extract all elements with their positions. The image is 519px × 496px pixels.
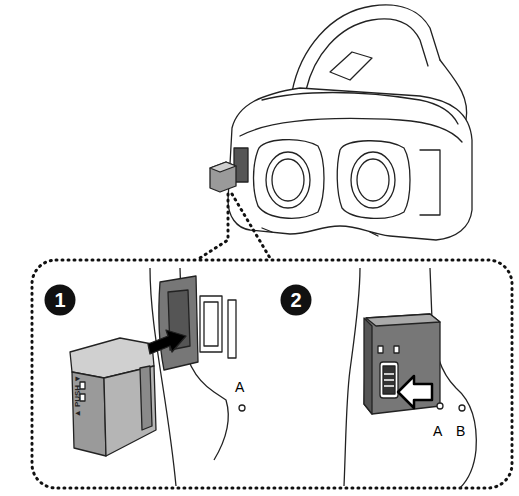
callout-number: 1 [44,284,76,316]
head-strap [306,19,428,90]
headset-body [228,88,472,240]
headset-side [344,268,360,486]
callout-circle [45,285,76,316]
mount-insert [159,276,198,370]
cover-part [72,372,106,456]
side-panel [420,150,440,215]
head-strap [292,5,440,92]
callout-number: 1 [54,290,65,310]
slider-grip [384,374,394,386]
lens-housing [254,140,325,219]
callout-number: 2 [280,284,312,316]
detail-frame [32,260,512,488]
lens [357,159,389,201]
marker-dot [459,405,465,411]
body-detail [262,228,378,236]
lens [351,152,395,208]
strap-clip [330,52,372,80]
lock-icon [378,346,383,353]
face-cushion [240,119,462,142]
lock-slider [383,366,395,394]
slide-arrow [398,376,432,408]
leader-line [232,194,270,258]
leader-line [200,194,228,258]
lens [266,152,310,208]
headset-rim [262,93,458,125]
cover-part [366,314,440,326]
side-recess [204,302,218,346]
insert-arrow [148,330,186,354]
marker-dot [437,403,443,409]
cover-part [104,366,156,456]
cover-part [140,366,152,430]
callout-number: 2 [290,290,301,310]
marker-dot [239,405,245,411]
lens-housing [337,141,410,219]
unlock-icon [394,346,399,353]
position-letter: B [456,424,465,438]
callout-circle [281,285,312,316]
cover-part [364,318,372,414]
lock-slider [380,362,398,398]
position-letter: A [235,380,244,394]
side-slot [228,300,236,358]
cover-part [210,162,236,172]
cover-part [364,314,440,414]
cover-part [210,162,236,192]
lens [272,159,304,201]
side-recess [200,296,222,352]
part-marking: ▲ PUSH ▼ [74,375,82,418]
position-letter: A [433,424,442,438]
